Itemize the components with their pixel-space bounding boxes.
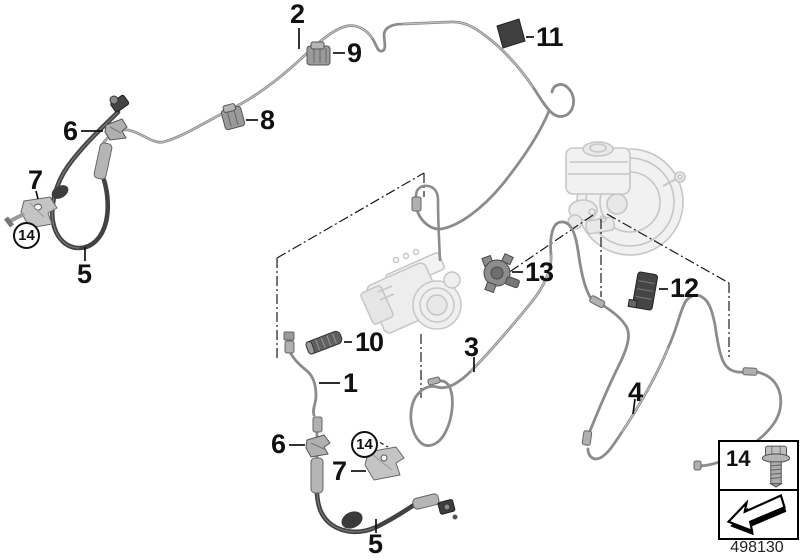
callout-14-front[interactable]: 14 (13, 222, 40, 249)
legend-bolt-cell: 14 (720, 442, 797, 489)
callout-4[interactable]: 4 (628, 377, 643, 407)
leader-lines (35, 28, 668, 533)
callout-1[interactable]: 1 (343, 368, 358, 398)
bracket-7-bottom (364, 446, 405, 481)
banjo-fittings (37, 94, 458, 529)
pad-11 (496, 18, 526, 49)
callout-5-front[interactable]: 5 (77, 259, 92, 289)
locator-lines (276, 172, 730, 398)
screw-14-front (4, 212, 25, 228)
callout-12[interactable]: 12 (670, 273, 699, 303)
callout-9[interactable]: 9 (347, 38, 362, 68)
callout-8[interactable]: 8 (260, 105, 275, 135)
callout-13[interactable]: 13 (525, 257, 554, 287)
callout-2[interactable]: 2 (290, 0, 305, 29)
clip-9 (306, 41, 331, 66)
abs-unit-ghost (360, 248, 462, 334)
callout-7-front[interactable]: 7 (28, 165, 43, 195)
callout-5-bottom[interactable]: 5 (368, 529, 383, 559)
hose-5-bottom (314, 491, 417, 535)
hex-bolt-icon (761, 445, 791, 488)
callout-6-bottom[interactable]: 6 (271, 429, 286, 459)
bracket-7-front (20, 196, 58, 229)
callout-10[interactable]: 10 (355, 327, 384, 357)
clip-6-bottom (305, 434, 331, 458)
callout-14-bottom[interactable]: 14 (351, 431, 378, 458)
pipe-1 (288, 350, 318, 417)
brake-booster-ghost (565, 141, 686, 256)
grommet-13 (481, 253, 520, 294)
pipe-2-jumper (414, 184, 442, 262)
brake-pipes (102, 20, 783, 468)
callout-3[interactable]: 3 (464, 332, 479, 362)
legend-box: 14 (718, 440, 799, 540)
clip-8 (220, 103, 246, 131)
callout-7-bottom[interactable]: 7 (332, 456, 347, 486)
direction-arrow-icon (726, 494, 787, 536)
callout-11[interactable]: 11 (536, 22, 564, 52)
holder-10 (305, 330, 343, 355)
pipe-3-upper (549, 220, 592, 299)
legend-arrow-cell (720, 489, 797, 538)
clip-6-front (104, 118, 128, 141)
pipe-4 (586, 293, 746, 461)
pipe-2-tail (415, 109, 551, 231)
legend-item-number: 14 (726, 446, 751, 471)
diagram-part-number: 498130 (730, 539, 784, 556)
pipe-3-branch (588, 304, 630, 433)
fittings (93, 142, 758, 510)
callout-6-front[interactable]: 6 (63, 116, 78, 146)
holder-12 (627, 271, 658, 311)
